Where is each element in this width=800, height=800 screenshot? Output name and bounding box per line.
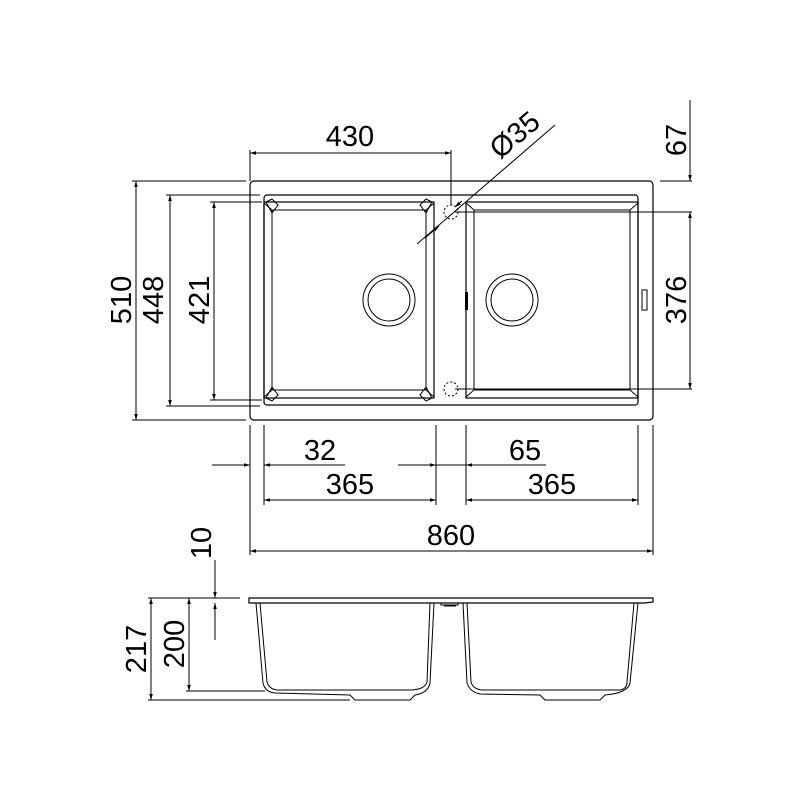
dim-diameter-35: Ø35 — [416, 106, 556, 245]
sink-outer-rim — [249, 180, 654, 421]
left-bowl-corner-bevels — [263, 202, 435, 398]
dim-860: 860 — [250, 520, 653, 553]
right-bowl-outline — [465, 201, 639, 399]
right-bowl-corner-bevels — [465, 202, 639, 398]
right-bowl-inner — [473, 209, 631, 391]
dim-200: 200 — [159, 598, 265, 692]
side-overflow-icon — [641, 289, 648, 311]
left-bowl-corners — [265, 198, 433, 402]
dim-421: 421 — [184, 201, 262, 401]
sink-inner-rim — [263, 194, 639, 406]
dim-label: 365 — [326, 469, 374, 501]
dim-217: 217 — [121, 597, 350, 701]
dim-label: 376 — [661, 276, 693, 324]
dim-365-right: 365 — [466, 469, 638, 502]
left-drain-outer-icon — [362, 273, 416, 327]
dim-label: 365 — [528, 469, 576, 501]
left-bowl-outline — [263, 201, 435, 399]
dim-32-65: 32 65 — [212, 425, 654, 555]
dim-label: 67 — [661, 124, 693, 156]
side-view: 10 217 200 — [121, 527, 654, 701]
dim-label: 510 — [106, 276, 138, 324]
dim-376: 376 — [455, 211, 693, 390]
side-rim — [248, 597, 654, 604]
dim-label: Ø35 — [484, 106, 547, 166]
dim-67: 67 — [660, 100, 693, 182]
dim-label: 217 — [121, 625, 153, 673]
dim-448: 448 — [138, 194, 260, 407]
dim-label: 860 — [427, 520, 475, 552]
dim-365-left: 365 — [264, 469, 436, 502]
left-bowl-inner — [271, 209, 427, 391]
dim-label: 10 — [186, 527, 218, 559]
dim-label: 200 — [159, 620, 191, 668]
dim-10: 10 — [186, 527, 240, 640]
side-bowl-inner-profile — [259, 602, 635, 691]
overflow-slot-icon — [465, 292, 468, 310]
dim-430: 430 — [249, 121, 452, 205]
left-bowl — [263, 198, 435, 402]
dim-label: 65 — [509, 435, 541, 467]
top-view: 430 Ø35 67 376 510 — [106, 100, 693, 555]
dim-label: 430 — [326, 121, 374, 153]
dim-label: 32 — [304, 435, 336, 467]
left-drain-inner-icon — [367, 278, 411, 322]
right-bowl — [465, 201, 648, 399]
right-drain-inner-icon — [490, 278, 534, 322]
dim-label: 421 — [184, 276, 216, 324]
right-drain-outer-icon — [485, 273, 539, 327]
dim-label: 448 — [138, 276, 170, 324]
side-bowl-profile — [255, 602, 639, 701]
dim-510: 510 — [106, 180, 246, 421]
